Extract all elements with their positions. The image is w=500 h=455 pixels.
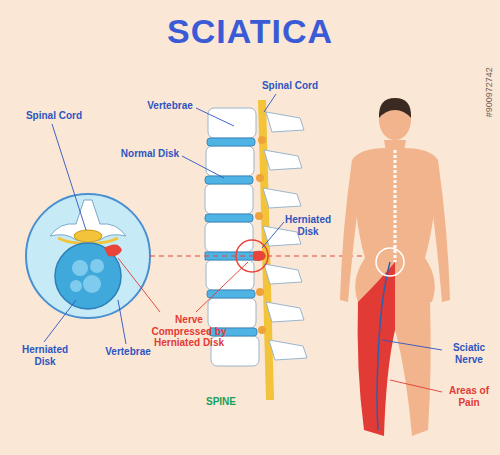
diagram-title: SCIATICA xyxy=(167,12,333,51)
part-label: Herniated Disk xyxy=(18,344,72,367)
part-label: Sciatic Nerve xyxy=(444,342,494,365)
callout-label: Nerve Compressed by Herniated Disk xyxy=(146,314,232,349)
part-label: Spinal Cord xyxy=(258,80,322,92)
spine-column xyxy=(205,100,307,400)
part-label: Vertebrae xyxy=(100,346,156,358)
part-label: Herniated Disk xyxy=(282,214,334,237)
part-label: Normal Disk xyxy=(116,148,184,160)
disk-cross-section xyxy=(26,194,150,318)
watermark-text: #900972742 xyxy=(484,67,494,117)
section-label: SPINE xyxy=(196,396,246,408)
part-label: Spinal Cord xyxy=(22,110,86,122)
red-leader-lines xyxy=(118,258,442,392)
leader-lines xyxy=(44,94,442,350)
part-label: Vertebrae xyxy=(142,100,198,112)
callout-label: Areas of Pain xyxy=(444,385,494,408)
body-figure xyxy=(340,98,450,436)
